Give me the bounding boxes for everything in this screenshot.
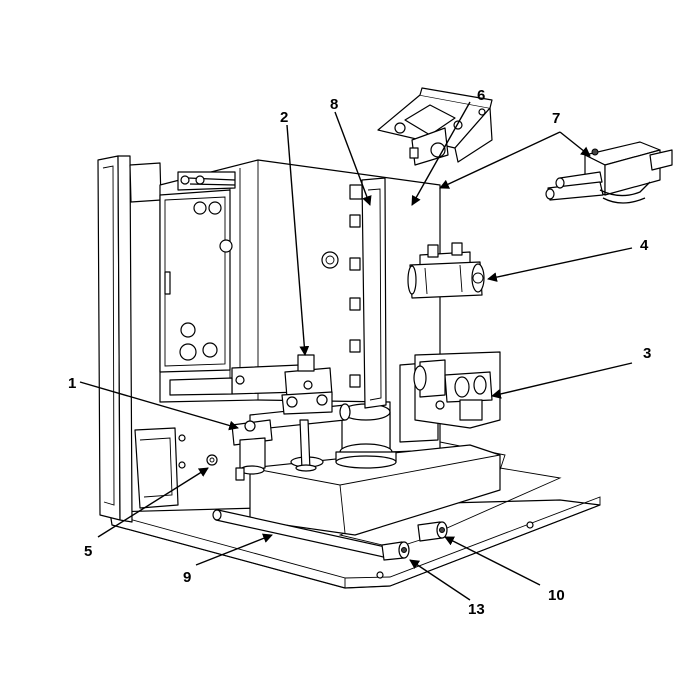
callout-13: 13 xyxy=(468,601,485,618)
sight-glass xyxy=(349,177,387,409)
callout-2: 2 xyxy=(280,109,288,126)
callout-5: 5 xyxy=(84,543,92,560)
fitting-13 xyxy=(381,541,410,561)
electrical-box xyxy=(159,171,236,373)
callout-4: 4 xyxy=(640,237,649,254)
callout-10: 10 xyxy=(548,587,565,604)
drain-fitting xyxy=(206,454,218,466)
fitting-10 xyxy=(417,521,448,542)
valve-manifold-3 xyxy=(413,351,501,429)
left-gusset xyxy=(134,427,186,509)
callout-7: 7 xyxy=(552,110,560,127)
reservoir-cylinder xyxy=(335,403,397,469)
callout-9: 9 xyxy=(183,569,191,586)
bracket-6 xyxy=(377,87,493,166)
mounting-ledge xyxy=(169,364,301,396)
callout-labels: 1 2 3 4 5 6 7 8 9 10 13 xyxy=(68,87,651,618)
left-frame-panel xyxy=(97,155,162,523)
callout-1: 1 xyxy=(68,375,76,392)
callout-8: 8 xyxy=(330,96,338,113)
component-7 xyxy=(545,141,673,204)
callout-6: 6 xyxy=(477,87,485,104)
solenoid-valve-2 xyxy=(281,354,333,415)
valve-4 xyxy=(407,242,485,299)
callout-3: 3 xyxy=(643,345,651,362)
leader-lines xyxy=(79,101,633,601)
